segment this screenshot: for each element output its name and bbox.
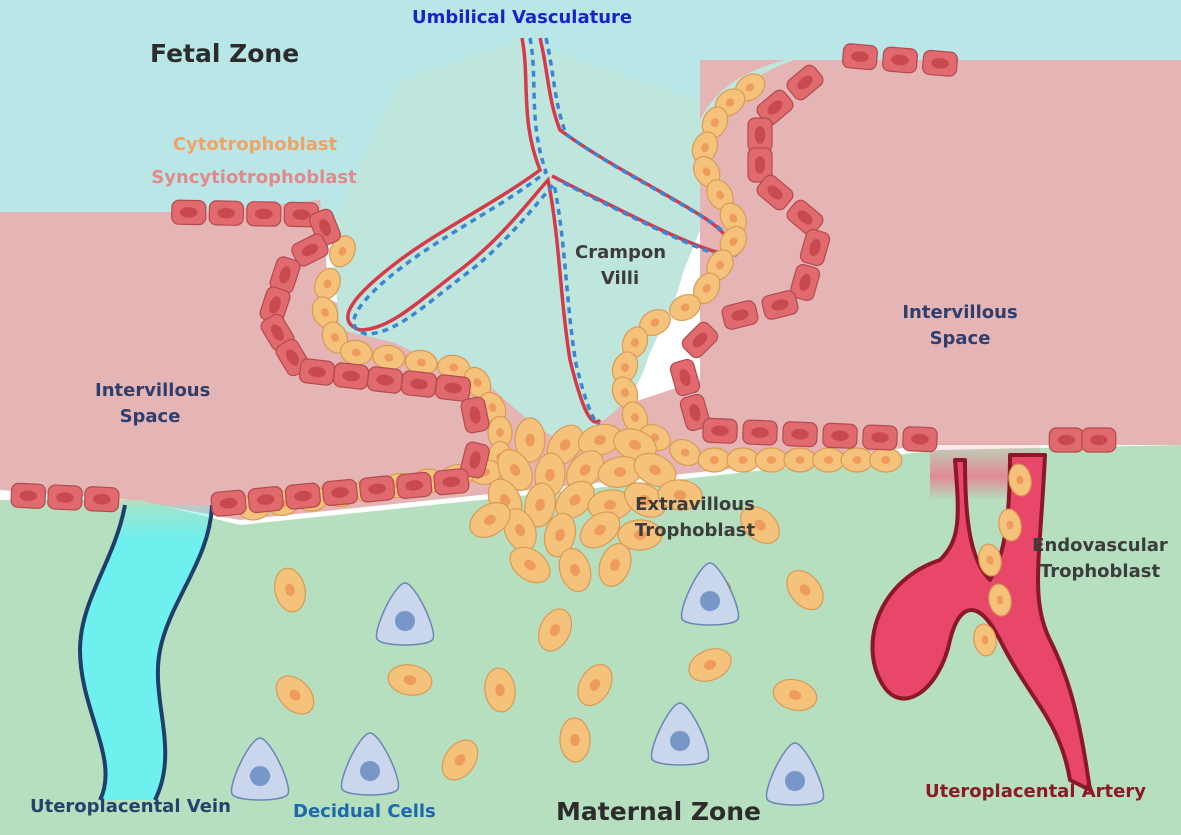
syncytiotrophoblast-cell (433, 468, 469, 495)
syncytiotrophoblast-cell (322, 479, 358, 506)
cytotrophoblast-cell (870, 448, 902, 472)
syncytiotrophoblast-cell (333, 362, 370, 390)
uteroplacental-artery-label: Uteroplacental Artery (925, 782, 1146, 803)
extravillous-trophoblast-label: Extravillous Trophoblast (620, 492, 770, 544)
syncytiotrophoblast-cell (299, 358, 336, 386)
cytotrophoblast-cell (755, 448, 787, 472)
intervillous-left-line1: Intervillous (95, 378, 205, 404)
syncytiotrophoblast-label: Syncytiotrophoblast (134, 168, 374, 189)
syncytiotrophoblast-cell (211, 490, 247, 517)
syncytiotrophoblast-cell (209, 201, 243, 226)
syncytiotrophoblast-cell (172, 200, 206, 225)
extravillous-line1: Extravillous (620, 492, 770, 518)
cytotrophoblast-cell (698, 448, 730, 472)
syncytiotrophoblast-cell (367, 366, 404, 394)
syncytiotrophoblast-cell (903, 426, 938, 451)
syncytiotrophoblast-cell (401, 370, 438, 398)
syncytiotrophoblast-cell (823, 423, 858, 448)
syncytiotrophoblast-cell (703, 418, 738, 443)
crampon-villi-label: Crampon Villi (575, 240, 665, 292)
endovascular-trophoblast-label: Endovascular Trophoblast (1022, 533, 1178, 585)
syncytiotrophoblast-cell (359, 475, 395, 502)
syncytiotrophoblast-cell (922, 50, 958, 77)
syncytiotrophoblast-cell (783, 421, 818, 446)
syncytiotrophoblast-cell (1082, 428, 1116, 452)
uteroplacental-vein-label: Uteroplacental Vein (30, 797, 231, 818)
syncytiotrophoblast-cell (396, 472, 432, 499)
endovascular-line1: Endovascular (1022, 533, 1178, 559)
cytotrophoblast-cell (727, 448, 759, 472)
extravillous-line2: Trophoblast (620, 518, 770, 544)
syncytiotrophoblast-cell (1049, 428, 1083, 452)
fetal-zone-label: Fetal Zone (150, 40, 299, 69)
cytotrophoblast-label: Cytotrophoblast (150, 135, 360, 156)
syncytiotrophoblast-cell (47, 485, 82, 511)
decidual-cells-label: Decidual Cells (293, 802, 436, 823)
intervillous-right-line1: Intervillous (890, 300, 1030, 326)
crampon-villi-line1: Crampon (575, 240, 665, 266)
intervillous-right-line2: Space (890, 326, 1030, 352)
syncytiotrophoblast-cell (84, 486, 119, 512)
syncytiotrophoblast-cell (748, 118, 772, 152)
syncytiotrophoblast-cell (248, 486, 284, 513)
intervillous-space-right-label: Intervillous Space (890, 300, 1030, 352)
syncytiotrophoblast-cell (842, 43, 878, 70)
syncytiotrophoblast-cell (863, 425, 898, 450)
crampon-villi-line2: Villi (575, 266, 665, 292)
cytotrophoblast-cell (784, 448, 816, 472)
umbilical-vasculature-label: Umbilical Vasculature (412, 8, 632, 29)
syncytiotrophoblast-cell (435, 374, 472, 402)
intervillous-left-line2: Space (95, 404, 205, 430)
intervillous-space-left-label: Intervillous Space (95, 378, 205, 430)
syncytiotrophoblast-cell (247, 202, 281, 227)
syncytiotrophoblast-cell (11, 483, 46, 509)
cytotrophoblast-cell (813, 448, 845, 472)
syncytiotrophoblast-cell (285, 483, 321, 510)
cytotrophoblast-cell (841, 448, 873, 472)
syncytiotrophoblast-cell (743, 420, 778, 445)
syncytiotrophoblast-cell (882, 47, 918, 74)
endovascular-line2: Trophoblast (1022, 559, 1178, 585)
maternal-zone-label: Maternal Zone (556, 798, 761, 827)
